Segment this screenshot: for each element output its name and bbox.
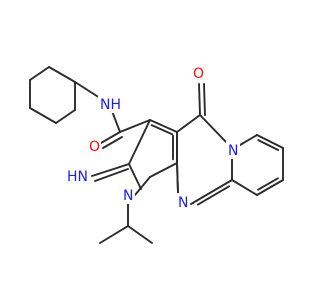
bond-isopropyl <box>99 225 129 244</box>
bond-ring-b-inner <box>196 185 231 206</box>
bond-cyclohexyl <box>48 66 76 83</box>
atom-label-n-alkyl-ring: N <box>123 188 133 204</box>
bond-ring-b <box>199 114 228 144</box>
bond-ring-c-inner <box>257 177 279 191</box>
atom-label-nh-amide: NH <box>100 97 121 113</box>
bond-cyclohexyl <box>29 66 50 81</box>
bond-ring-a <box>149 119 178 133</box>
bond-ring-b <box>190 179 233 205</box>
atom-label-n-imine-ring: N <box>178 195 188 211</box>
bond-isopropyl <box>127 225 153 244</box>
bond-ring-c <box>239 134 258 146</box>
bond-ketone <box>198 83 201 116</box>
bond-ring-b <box>176 162 179 194</box>
bond-ring-a <box>134 176 151 196</box>
atom-label-n-bridgehead: N <box>228 143 238 159</box>
bond-imine-inner <box>94 168 129 182</box>
bond-ketone-inner <box>203 83 206 116</box>
bond-ring-a <box>128 163 142 190</box>
bond-cy-nh <box>74 81 101 99</box>
molecule-diagram: NH O O N N N HN <box>29 64 284 244</box>
bond-ring-a <box>149 162 178 178</box>
bond-ring-c <box>256 179 284 196</box>
bond-ring-a-inner <box>150 124 174 136</box>
atom-label-layer: NH O O N N N HN <box>65 64 240 211</box>
bond-amide-co-inner <box>102 136 123 149</box>
bond-ring-c <box>231 179 258 196</box>
bond-layer <box>29 66 284 244</box>
bond-carbonyl-ring <box>119 119 151 133</box>
bond-ring-c <box>256 134 284 149</box>
atom-label-hn-imine: HN <box>67 169 88 185</box>
bond-ring-a <box>128 119 151 165</box>
bond-cyclohexyl <box>29 107 57 124</box>
atom-label-o-ketone: O <box>193 66 204 82</box>
bond-cyclohexyl <box>55 109 76 124</box>
bond-ring-b <box>176 114 201 133</box>
bond-nh-carbonyl <box>111 110 121 133</box>
bond-amide-co <box>100 131 121 144</box>
atom-label-o-amide: O <box>89 139 100 155</box>
bond-ring-c-inner <box>257 139 280 151</box>
bond-imine <box>91 163 130 177</box>
